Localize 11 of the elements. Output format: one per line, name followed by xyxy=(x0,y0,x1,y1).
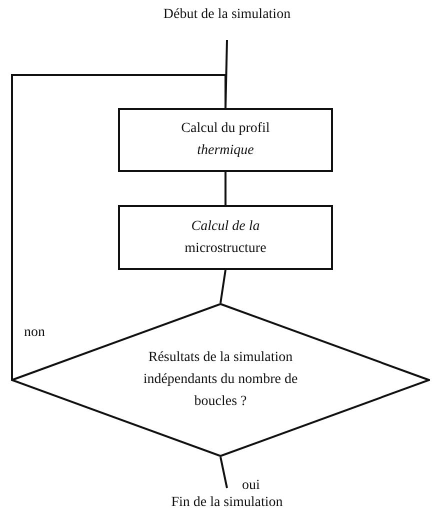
process-box xyxy=(118,108,333,172)
terminal-label: Début de la simulation xyxy=(163,6,291,24)
decision-text: Résultats de la simulation indépendants du nombre de boucles ? xyxy=(142,349,299,411)
connector-line xyxy=(220,456,228,488)
process-text: Calcul de la microstructure xyxy=(184,218,268,258)
process-text: Calcul du profil thermique xyxy=(180,120,271,160)
terminal-label: Fin de la simulation xyxy=(171,494,283,512)
connector-line xyxy=(224,172,226,205)
connector-line xyxy=(220,270,226,304)
process-box xyxy=(118,205,333,270)
connector-line xyxy=(11,74,226,380)
